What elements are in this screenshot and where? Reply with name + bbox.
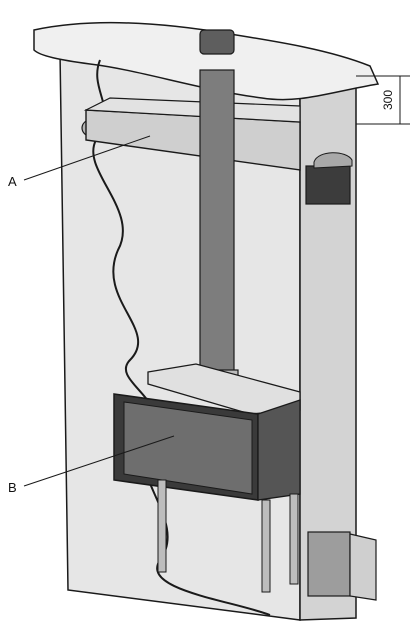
label-b: B	[8, 480, 17, 495]
dimension-value: 300	[381, 90, 395, 110]
leg-back-right	[289, 493, 299, 585]
label-a: A	[8, 174, 17, 189]
leader-a	[23, 135, 151, 181]
leg-front-right	[261, 499, 271, 593]
flue-pipe	[199, 69, 235, 391]
ceiling-slab	[33, 22, 380, 101]
fireplace-side	[257, 399, 301, 501]
flue-pipe-top	[199, 29, 235, 55]
control-box	[307, 531, 351, 597]
fireplace-glass	[123, 401, 253, 495]
control-box-door	[349, 533, 377, 601]
leader-b	[23, 435, 175, 487]
vent-grille-hood	[313, 152, 353, 169]
vent-grille-right	[305, 165, 351, 205]
leg-front-left	[157, 479, 167, 573]
